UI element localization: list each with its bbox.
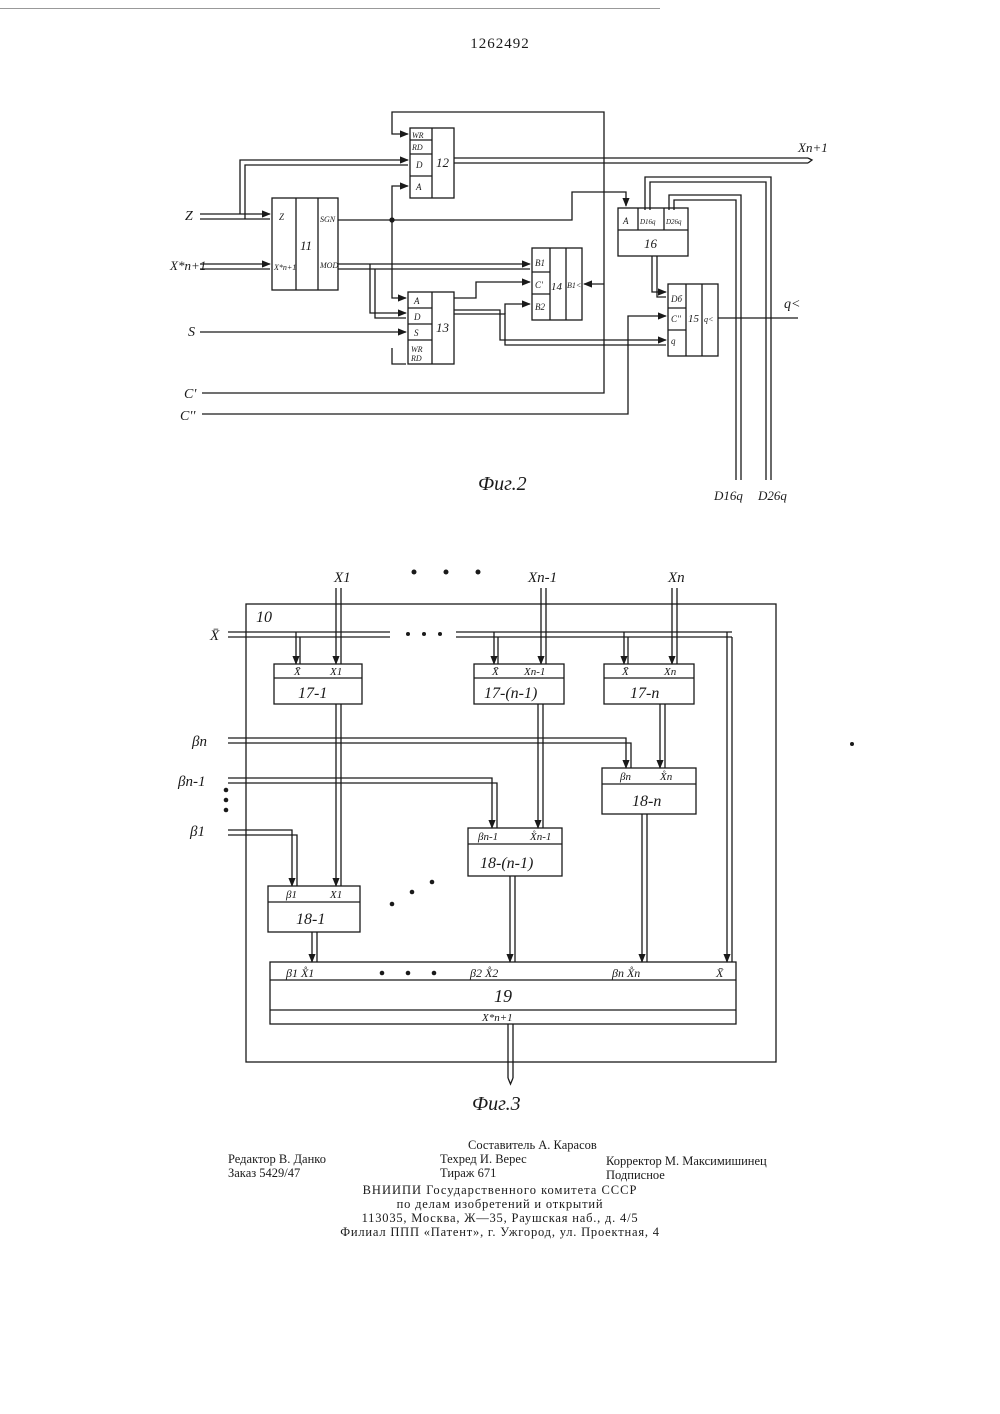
output-q-label: q< <box>784 297 800 312</box>
port-label: B1< <box>567 281 581 290</box>
input-xn-label: Xn <box>667 570 685 586</box>
port-label: D <box>413 312 421 322</box>
port-label: C' <box>535 280 544 290</box>
block-17-n-id: 17-n <box>630 685 659 702</box>
port-label: D16q <box>639 218 656 226</box>
port-label: β2 X̊2 <box>469 966 498 980</box>
port-label: A <box>622 216 629 226</box>
port-label: B1 <box>535 258 545 268</box>
port-label: β1 X̊1 <box>285 966 314 980</box>
block-18-1-id: 18-1 <box>296 911 325 928</box>
port-label: WR <box>412 131 424 140</box>
port-label: X̄ <box>715 966 724 980</box>
port-label: βn <box>619 771 631 783</box>
port-label: D <box>415 160 423 170</box>
block-13-id: 13 <box>436 320 450 335</box>
output-d2-label: D26q <box>757 488 787 503</box>
frame-10-label: 10 <box>256 609 272 626</box>
credit-order: Заказ 5429/47 <box>228 1166 300 1181</box>
port-label: X̄ <box>621 666 630 678</box>
input-c2-label: C'' <box>180 409 196 424</box>
port-label: S <box>414 328 419 338</box>
block-18-n-id: 18-n <box>632 793 661 810</box>
port-label: Dб <box>670 294 682 304</box>
port-label: Z <box>279 212 285 222</box>
port-label: Xn-1 <box>523 666 545 678</box>
port-label: q< <box>704 315 713 324</box>
block-17-1-id: 17-1 <box>298 685 327 702</box>
port-label: X1 <box>329 889 342 901</box>
output-d1-label: D16q <box>713 488 743 503</box>
port-label: X*n+1 <box>273 263 296 272</box>
port-label: q <box>671 336 676 346</box>
port-label: Xn <box>663 666 677 678</box>
port-label: X1 <box>329 666 342 678</box>
port-label: βn-1 <box>477 831 498 843</box>
input-x1-label: X1 <box>333 570 351 586</box>
port-label: βn X̊n <box>611 966 640 980</box>
credit-address1: 113035, Москва, Ж—35, Раушская наб., д. … <box>0 1211 1000 1226</box>
input-x-label: X*n+1 <box>169 258 206 273</box>
credit-techred: Техред И. Верес <box>440 1152 527 1167</box>
figure-2-caption: Фиг.2 <box>478 473 527 495</box>
credit-corrector: Корректор М. Максимишинец <box>606 1154 767 1169</box>
port-label: A <box>415 182 422 192</box>
port-label: β1 <box>285 889 297 901</box>
credit-address2: Филиал ППП «Патент», г. Ужгород, ул. Про… <box>0 1225 1000 1240</box>
block-15-id: 15 <box>688 313 700 325</box>
port-label: MOD <box>319 261 338 270</box>
input-bn-label: βn <box>191 734 207 750</box>
block-11-id: 11 <box>300 238 312 253</box>
port-label: C'' <box>671 314 682 324</box>
credit-editor: Редактор В. Данко <box>228 1152 326 1167</box>
credit-org2: по делам изобретений и открытий <box>0 1197 1000 1212</box>
input-b1-label: β1 <box>189 824 205 840</box>
block-12-id: 12 <box>436 155 450 170</box>
block-18-n-1-id: 18-(n-1) <box>480 855 533 872</box>
output-x-label: Xn+1 <box>797 140 828 155</box>
port-label: X̄ <box>293 666 302 678</box>
port-label: B2 <box>535 302 545 312</box>
port-label: X̊n <box>659 770 673 783</box>
block-16-id: 16 <box>644 236 658 251</box>
credit-org1: ВНИИПИ Государственного комитета СССР <box>0 1183 1000 1198</box>
input-bn1-label: βn-1 <box>177 774 205 790</box>
port-label: X̊n-1 <box>529 830 551 843</box>
port-label: D26q <box>665 218 682 226</box>
credit-subscription: Подписное <box>606 1168 665 1183</box>
input-xn1-label: Xn-1 <box>527 570 557 586</box>
port-label: SGN <box>320 215 336 224</box>
block-14-id: 14 <box>551 281 563 293</box>
port-label: A <box>413 296 420 306</box>
credit-compiler: Составитель А. Карасов <box>468 1138 597 1153</box>
block-19-output: X*n+1 <box>481 1012 513 1024</box>
figure-3-caption: Фиг.3 <box>472 1093 521 1115</box>
input-s-label: S <box>188 325 195 340</box>
port-label: RD <box>410 354 422 363</box>
port-label: X̄ <box>491 666 500 678</box>
block-19-id: 19 <box>494 986 512 1006</box>
block-17-n-1-id: 17-(n-1) <box>484 685 537 702</box>
port-label: RD <box>411 143 423 152</box>
input-c1-label: C' <box>184 387 197 402</box>
credit-print-run: Тираж 671 <box>440 1166 496 1181</box>
port-label: WR <box>411 345 423 354</box>
input-xbar-label: X̄ <box>209 628 220 644</box>
input-z-label: Z <box>185 209 193 224</box>
